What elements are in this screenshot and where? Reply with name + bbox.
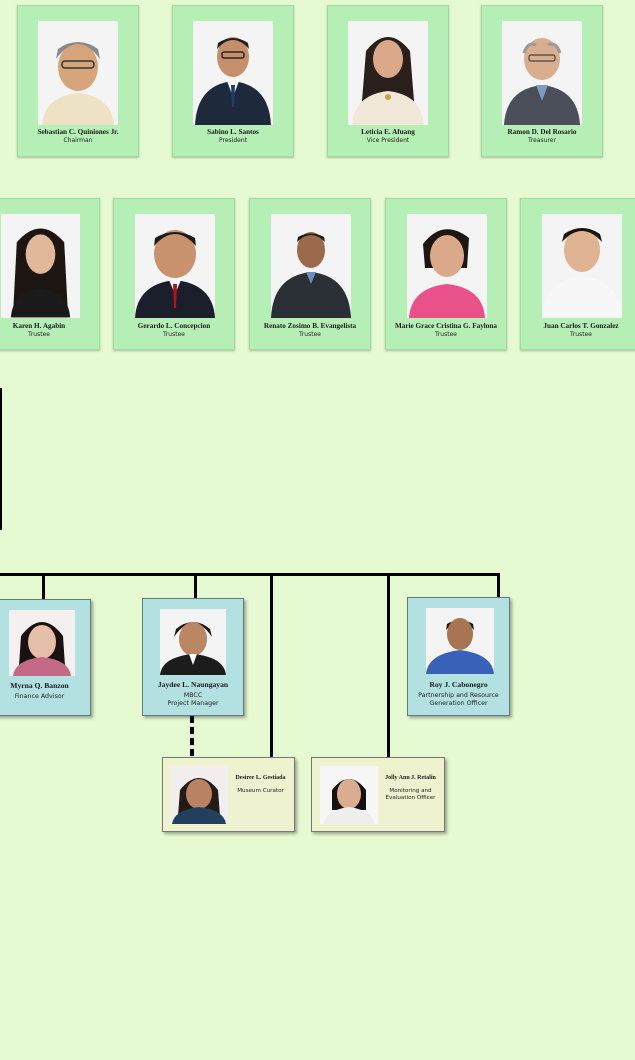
board-card-president: Sabino L. Santos President	[172, 5, 294, 157]
member-role-line1: MBCC	[183, 692, 203, 699]
portrait-photo	[348, 21, 428, 125]
member-role-line2: Evaluation Officer	[385, 795, 436, 801]
dashed-connector-manager	[190, 716, 194, 758]
member-name: Renato Zosimo B. Evangelista	[263, 322, 357, 330]
member-role: Trustee	[435, 331, 457, 338]
member-role-line1: Monitoring and	[389, 788, 432, 794]
member-name: Sabino L. Santos	[207, 128, 259, 136]
portrait-photo	[426, 608, 494, 674]
connector-partnership	[497, 575, 500, 599]
portrait-photo	[160, 609, 226, 675]
member-name: Leticia E. Afuang	[361, 128, 415, 136]
portrait-photo	[320, 766, 378, 824]
portrait-photo	[502, 21, 582, 125]
portrait-photo	[170, 766, 228, 824]
member-name: Juan Carlos T. Gonzalez	[543, 322, 619, 330]
connector-monitoring	[387, 575, 390, 758]
member-role-line2: Project Manager	[167, 700, 219, 707]
member-role: Treasurer	[528, 137, 556, 144]
member-name: Karen H. Agabin	[12, 322, 66, 330]
member-role: Trustee	[28, 331, 50, 338]
left-vertical-connector	[0, 388, 2, 530]
portrait-photo	[542, 214, 622, 318]
staff-card-monitoring-officer: Jolly Ann J. Retalin Monitoring and Eval…	[311, 757, 445, 832]
portrait-photo	[193, 21, 273, 125]
member-name: Ramon D. Del Rosario	[507, 128, 577, 136]
member-name: Myrna Q. Banzon	[10, 681, 69, 690]
staff-card-museum-curator: Desiree L. Gestiada Museum Curator	[162, 757, 295, 832]
member-role: Chairman	[63, 137, 93, 144]
board-card-trustee-faylona: Marie Grace Cristina G. Faylona Trustee	[385, 198, 507, 350]
member-role-line2: Generation Officer	[429, 700, 488, 707]
member-role: Finance Advisor	[14, 693, 65, 700]
board-card-trustee-gonzalez: Juan Carlos T. Gonzalez Trustee	[520, 198, 635, 350]
staff-card-project-manager: Jaydee L. Naungayan MBCC Project Manager	[142, 598, 244, 716]
staff-horizontal-connector	[0, 573, 500, 576]
board-card-vice-president: Leticia E. Afuang Vice President	[327, 5, 449, 157]
connector-finance	[42, 575, 45, 599]
member-name: Desiree L. Gestiada	[235, 775, 286, 781]
staff-card-partnership-officer: Roy J. Cabonegro Partnership and Resourc…	[407, 597, 510, 716]
member-role: Trustee	[163, 331, 185, 338]
member-role: President	[219, 137, 247, 144]
staff-card-finance-advisor: Myrna Q. Banzon Finance Advisor	[0, 599, 91, 716]
member-role: Trustee	[570, 331, 592, 338]
member-name: Jaydee L. Naungayan	[157, 680, 229, 689]
member-name: Jolly Ann J. Retalin	[385, 775, 436, 781]
portrait-photo	[135, 214, 215, 318]
member-name: Roy J. Cabonegro	[429, 680, 488, 689]
member-name: Sebastian C. Quiniones Jr.	[37, 128, 119, 136]
connector-manager	[194, 575, 197, 599]
member-role: Vice President	[366, 137, 410, 144]
portrait-photo	[271, 214, 351, 318]
board-card-treasurer: Ramon D. Del Rosario Treasurer	[481, 5, 603, 157]
board-card-trustee-evangelista: Renato Zosimo B. Evangelista Trustee	[249, 198, 371, 350]
member-name: Gerardo L. Concepcion	[137, 322, 211, 330]
board-card-trustee-concepcion: Gerardo L. Concepcion Trustee	[113, 198, 235, 350]
board-card-trustee-agabin: Karen H. Agabin Trustee	[0, 198, 100, 350]
portrait-photo	[1, 214, 80, 318]
connector-curator	[270, 575, 273, 758]
member-role: Trustee	[299, 331, 321, 338]
board-card-chairman: Sebastian C. Quiniones Jr. Chairman	[17, 5, 139, 157]
member-role: Museum Curator	[237, 788, 284, 794]
member-name: Marie Grace Cristina G. Faylona	[394, 322, 497, 330]
portrait-photo	[407, 214, 487, 318]
member-role-line1: Partnership and Resource	[418, 692, 499, 699]
portrait-photo	[38, 21, 118, 125]
portrait-photo	[9, 610, 75, 676]
